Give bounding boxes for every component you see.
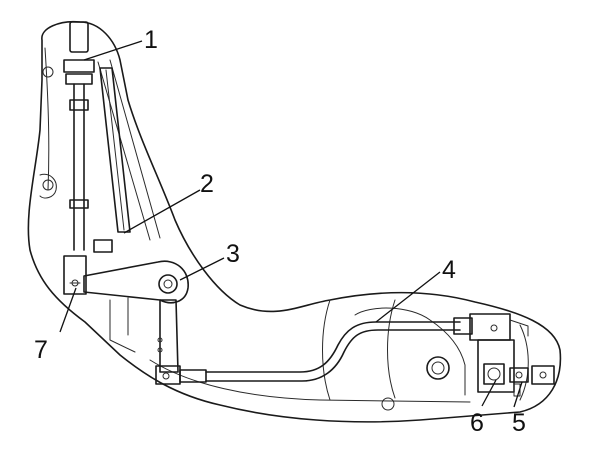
leader-3 bbox=[179, 257, 225, 281]
callout-5: 5 bbox=[512, 409, 526, 437]
leader-1 bbox=[83, 40, 143, 61]
callout-2: 2 bbox=[200, 170, 214, 198]
callout-3: 3 bbox=[226, 240, 240, 268]
leader-6 bbox=[481, 379, 497, 407]
callout-4: 4 bbox=[442, 256, 456, 284]
bellcrank bbox=[83, 260, 189, 385]
leader-7 bbox=[59, 287, 77, 333]
frame-body bbox=[27, 20, 562, 423]
callout-1: 1 bbox=[144, 26, 158, 54]
leader-2 bbox=[123, 189, 201, 234]
leader-5 bbox=[513, 381, 523, 408]
vertical-pushrod bbox=[63, 21, 95, 251]
leader-lines bbox=[59, 40, 523, 408]
callout-7: 7 bbox=[34, 336, 48, 364]
callout-6: 6 bbox=[470, 409, 484, 437]
leader-4 bbox=[375, 271, 441, 323]
link-rod bbox=[179, 313, 529, 383]
guide-channel bbox=[93, 67, 131, 253]
callout-labels: 1 2 3 4 5 6 7 bbox=[34, 26, 526, 437]
